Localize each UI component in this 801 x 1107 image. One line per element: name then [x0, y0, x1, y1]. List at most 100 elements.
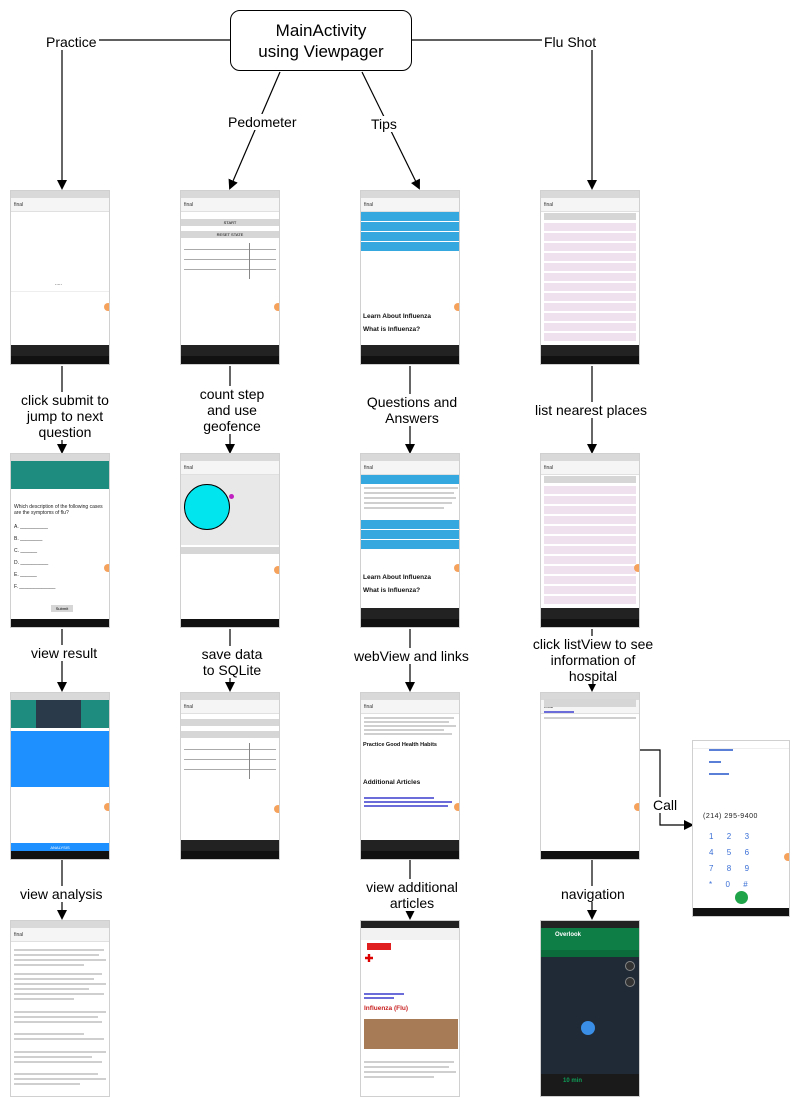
- fab-button[interactable]: [274, 566, 279, 574]
- place-list-item[interactable]: [544, 546, 636, 555]
- nav-bar: [361, 851, 459, 859]
- fab-button[interactable]: [454, 303, 459, 311]
- place-list-item[interactable]: [544, 506, 636, 515]
- place-list-item[interactable]: [544, 313, 636, 322]
- place-list-item[interactable]: [544, 293, 636, 302]
- phone-link[interactable]: [544, 711, 574, 713]
- fab-button[interactable]: [274, 805, 279, 813]
- faq-item[interactable]: [361, 475, 459, 485]
- get-location-button[interactable]: [544, 699, 636, 707]
- option-d[interactable]: D. __________: [14, 560, 49, 566]
- place-list-item[interactable]: [544, 576, 636, 585]
- tab-bar[interactable]: [541, 608, 639, 619]
- tab-bar[interactable]: [541, 345, 639, 356]
- place-list-item[interactable]: [544, 223, 636, 232]
- place-list-item[interactable]: [544, 596, 636, 605]
- branch-flu-shot: Flu Shot: [542, 34, 599, 50]
- tips-webview-screen: final Practice Good Health Habits Additi…: [360, 692, 460, 860]
- place-list-item[interactable]: [544, 323, 636, 332]
- place-list-item[interactable]: [544, 516, 636, 525]
- start-button[interactable]: START: [181, 219, 279, 226]
- reset-state-button[interactable]: [181, 731, 279, 738]
- place-list-item[interactable]: [544, 233, 636, 242]
- fab-button[interactable]: [634, 564, 639, 572]
- pedometer-sqlite-screen: final: [180, 692, 280, 860]
- place-list-item[interactable]: [544, 243, 636, 252]
- tab-bar[interactable]: [361, 345, 459, 356]
- place-list-item[interactable]: [544, 556, 636, 565]
- place-list-item[interactable]: [544, 586, 636, 595]
- step-label-practice-1: click submit to jump to next question: [14, 392, 116, 440]
- place-list-item[interactable]: [544, 486, 636, 495]
- step-label-tips-1: Questions and Answers: [362, 394, 462, 426]
- dial-pad[interactable]: 1 2 3 4 5 6 7 8 9 * 0 #: [709, 832, 750, 889]
- analysis-button[interactable]: ANALYSIS: [11, 843, 109, 853]
- hospital-info-screen: final: [540, 692, 640, 860]
- place-list-item[interactable]: [544, 303, 636, 312]
- place-list-item[interactable]: [544, 273, 636, 282]
- option-e[interactable]: E. ______: [14, 572, 37, 578]
- sound-icon[interactable]: [625, 977, 635, 987]
- place-list-item[interactable]: [544, 526, 636, 535]
- option-b[interactable]: B. ________: [14, 536, 43, 542]
- reset-state-button[interactable]: RESET STATE: [181, 231, 279, 238]
- dialer-screen: (214) 295-9400 1 2 3 4 5 6 7 8 9 * 0 #: [692, 740, 790, 917]
- articles-heading: Additional Articles: [363, 779, 421, 786]
- place-list-item[interactable]: [544, 496, 636, 505]
- get-location-button[interactable]: [544, 476, 636, 483]
- fab-button[interactable]: [454, 803, 459, 811]
- learn-heading: Learn About Influenza: [363, 574, 432, 581]
- fab-button[interactable]: [104, 303, 109, 311]
- fab-button[interactable]: [274, 303, 279, 311]
- flushot-list-screen: final: [540, 190, 640, 365]
- tips-article-browser-screen: Influenza (Flu): [360, 920, 460, 1097]
- place-list-item[interactable]: [544, 283, 636, 292]
- navigation-screen: Overlook 10 min: [540, 920, 640, 1097]
- place-list-item[interactable]: [544, 566, 636, 575]
- fab-button[interactable]: [784, 853, 789, 861]
- start-button[interactable]: [181, 719, 279, 726]
- flushot-nearest-screen: final: [540, 453, 640, 628]
- app-toolbar: final: [361, 198, 459, 212]
- app-toolbar: final: [181, 700, 279, 714]
- faq-item[interactable]: [361, 212, 459, 222]
- status-bar: [361, 921, 459, 928]
- tab-bar[interactable]: [11, 345, 109, 356]
- nav-bar: [693, 908, 789, 916]
- fab-button[interactable]: [104, 564, 109, 572]
- nav-bar: [181, 851, 279, 859]
- option-a[interactable]: A. __________: [14, 524, 48, 530]
- start-map-button[interactable]: [181, 547, 279, 554]
- place-list-item[interactable]: [544, 333, 636, 342]
- nav-bar: [11, 356, 109, 364]
- place-list-item[interactable]: [544, 253, 636, 262]
- option-c[interactable]: C. ______: [14, 548, 38, 554]
- donate-button[interactable]: [367, 943, 391, 950]
- place-list-item[interactable]: [544, 536, 636, 545]
- faq-item[interactable]: [361, 232, 459, 242]
- faq-item[interactable]: [361, 540, 459, 550]
- faq-item[interactable]: [361, 530, 459, 540]
- option-f[interactable]: F. _____________: [14, 584, 56, 590]
- fab-button[interactable]: [104, 803, 109, 811]
- header-banner: [11, 461, 109, 489]
- faq-item[interactable]: [361, 520, 459, 530]
- place-list-item[interactable]: [544, 263, 636, 272]
- fab-button[interactable]: [454, 564, 459, 572]
- app-toolbar: final: [11, 198, 109, 212]
- search-icon[interactable]: [625, 961, 635, 971]
- tab-bar[interactable]: [181, 345, 279, 356]
- faq-item[interactable]: [361, 222, 459, 232]
- status-bar: [181, 454, 279, 461]
- faq-item[interactable]: [361, 242, 459, 252]
- nav-bar: [181, 356, 279, 364]
- status-bar: [693, 741, 789, 749]
- tab-bar[interactable]: [361, 840, 459, 851]
- get-location-button[interactable]: [544, 213, 636, 220]
- browser-url-bar[interactable]: [361, 928, 459, 940]
- tab-bar[interactable]: [181, 840, 279, 851]
- submit-button[interactable]: Submit: [51, 605, 73, 612]
- tab-bar[interactable]: [361, 608, 459, 619]
- call-button-icon[interactable]: [735, 891, 748, 904]
- fab-button[interactable]: [634, 803, 639, 811]
